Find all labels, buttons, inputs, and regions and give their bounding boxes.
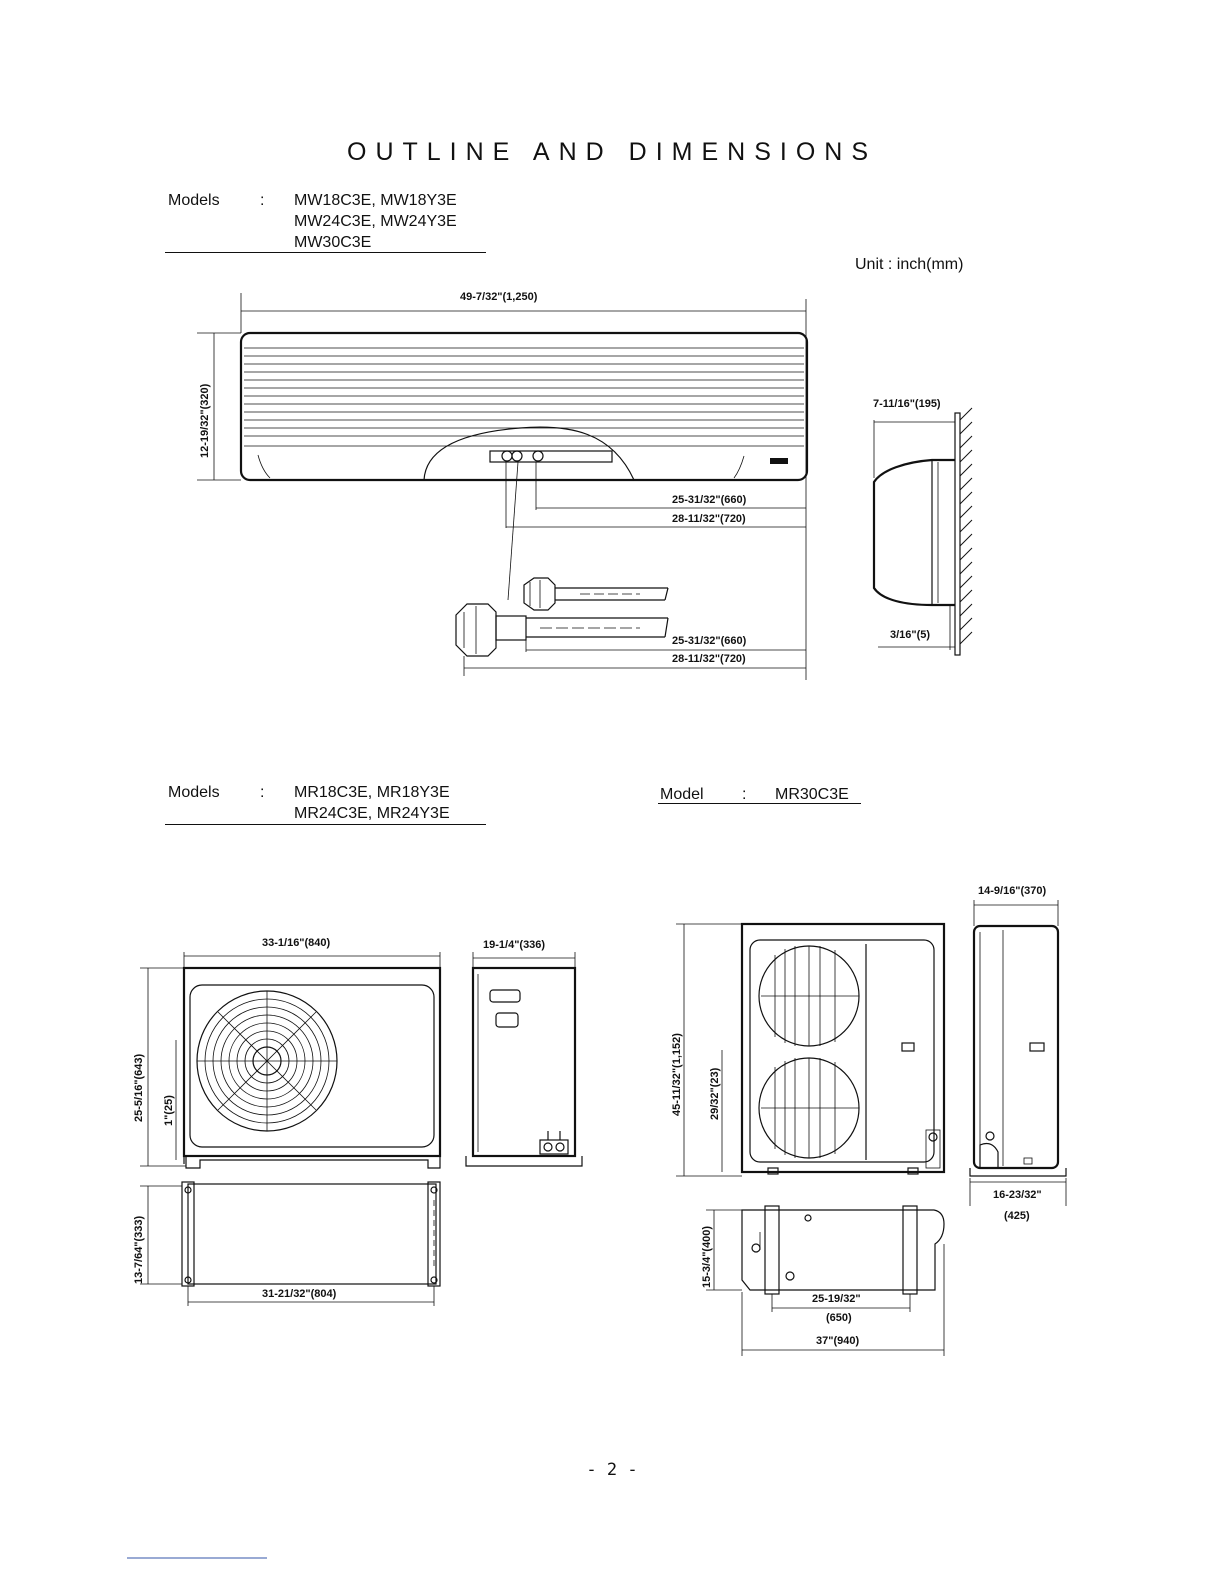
dim-ol-base-span-b-label: (650) bbox=[826, 1312, 852, 1324]
dim-ol-side-base-a-label: 16-23/32" bbox=[993, 1189, 1042, 1201]
outdoor-large-front: 45-11/32"(1,152) 29/32"(23) bbox=[671, 922, 946, 1177]
indoor-unit-side: 7-11/16"(195) 3/16"(5) bbox=[872, 398, 973, 656]
handle-upper bbox=[489, 989, 521, 1003]
large-base-rail-right bbox=[902, 1205, 918, 1295]
outdoor-small-model-line-1: MR18C3E, MR18Y3E bbox=[294, 784, 450, 801]
outdoor-large-front-panel bbox=[749, 939, 935, 1163]
outdoor-large-label: Model bbox=[660, 786, 704, 803]
indoor-model-line-1: MW18C3E, MW18Y3E bbox=[294, 192, 457, 209]
brand-badge bbox=[770, 458, 788, 464]
dim-pipe-2-label: 28-11/32"(720) bbox=[672, 513, 746, 525]
dim-pipe-1-label: 25-31/32"(660) bbox=[672, 494, 747, 506]
outdoor-large-base-outline bbox=[741, 1209, 945, 1291]
dim-pipe-lower: 25-31/32"(660) 28-11/32"(720) bbox=[463, 635, 806, 676]
dim-pipe-upper: 25-31/32"(660) 28-11/32"(720) bbox=[505, 462, 806, 528]
dim-ol-foot-label: 29/32"(23) bbox=[709, 1067, 721, 1120]
outdoor-small-side: 19-1/4"(336) bbox=[465, 939, 583, 1167]
indoor-models-colon: : bbox=[260, 192, 265, 209]
indoor-model-line-2: MW24C3E, MW24Y3E bbox=[294, 213, 457, 230]
indoor-grille bbox=[244, 347, 804, 447]
outdoor-large-colon: : bbox=[742, 786, 747, 803]
indoor-header-underline bbox=[165, 252, 486, 253]
pipe-port-3 bbox=[532, 450, 544, 462]
outdoor-large-side-body bbox=[972, 924, 1060, 1170]
dim-ol-base-depth-label: 15-3/4"(400) bbox=[701, 1226, 713, 1288]
outdoor-small-base-frame bbox=[187, 1183, 437, 1285]
dim-pipe-3-label: 25-31/32"(660) bbox=[672, 635, 747, 647]
outdoor-small-body bbox=[182, 966, 442, 1158]
outdoor-small-colon: : bbox=[260, 784, 265, 801]
side-badge bbox=[1029, 1042, 1045, 1052]
outdoor-small-base: 13-7/64"(333) 31-21/32"(804) bbox=[133, 1181, 441, 1306]
unit-label: Unit : inch(mm) bbox=[855, 256, 964, 273]
indoor-unit-front bbox=[239, 331, 809, 482]
pipe-port-1 bbox=[501, 450, 513, 462]
indoor-unit-body bbox=[239, 331, 809, 482]
dim-os-base-width-label: 31-21/32"(804) bbox=[262, 1288, 337, 1300]
fan-upper bbox=[758, 945, 860, 1047]
page-number: - 2 - bbox=[586, 1460, 638, 1480]
large-pipe-nut bbox=[455, 603, 497, 657]
outdoor-small-side-body bbox=[471, 966, 577, 1158]
dim-ol-base-width-label: 37"(940) bbox=[816, 1335, 859, 1347]
dim-os-foot-label: 1"(25) bbox=[163, 1095, 175, 1126]
outdoor-large-underline bbox=[658, 803, 861, 804]
dim-indoor-wall-gap-label: 3/16"(5) bbox=[890, 629, 930, 641]
dim-ol-side-base-b-label: (425) bbox=[1004, 1210, 1030, 1222]
service-valves bbox=[539, 1139, 569, 1155]
pipe-connection-detail bbox=[455, 461, 669, 657]
dim-indoor-depth-label: 7-11/16"(195) bbox=[873, 398, 941, 410]
outdoor-small-front: 33-1/16"(840) 25-5/16"(643) 1"(25) bbox=[133, 937, 442, 1169]
dim-indoor-height: 12-19/32"(320) bbox=[197, 332, 241, 481]
dim-os-height-label: 25-5/16"(643) bbox=[133, 1053, 145, 1122]
outdoor-large-side: 14-9/16"(370) 16-23/32" (425) bbox=[969, 885, 1067, 1222]
dim-indoor-height-label: 12-19/32"(320) bbox=[199, 383, 211, 458]
indoor-model-line-3: MW30C3E bbox=[294, 234, 372, 251]
outdoor-large-base: 15-3/4"(400) 25-19/32" (650) 37"(940) bbox=[701, 1205, 945, 1356]
outdoor-small-model-line-2: MR24C3E, MR24Y3E bbox=[294, 805, 450, 822]
dim-ol-height-label: 45-11/32"(1,152) bbox=[671, 1033, 683, 1116]
dim-os-base-depth-label: 13-7/64"(333) bbox=[133, 1215, 145, 1284]
mounting-wall bbox=[954, 412, 961, 656]
fan-grille bbox=[196, 990, 338, 1132]
dim-ol-base-span-a-label: 25-19/32" bbox=[812, 1293, 861, 1305]
dim-indoor-width: 49-7/32"(1,250) bbox=[240, 291, 807, 680]
outdoor-small-underline bbox=[165, 824, 486, 825]
dim-indoor-width-label: 49-7/32"(1,250) bbox=[460, 291, 538, 303]
dim-os-depth-label: 19-1/4"(336) bbox=[483, 939, 545, 951]
pipe-port-strip bbox=[489, 450, 613, 463]
indoor-models-label: Models bbox=[168, 192, 220, 209]
dim-os-width-label: 33-1/16"(840) bbox=[262, 937, 331, 949]
outdoor-small-front-panel bbox=[189, 984, 435, 1148]
indoor-side-body bbox=[872, 458, 955, 607]
outdoor-large-model: MR30C3E bbox=[775, 786, 849, 803]
large-base-rail-left bbox=[764, 1205, 780, 1295]
handle-lower bbox=[495, 1012, 519, 1028]
front-panel-opening bbox=[423, 426, 635, 481]
outdoor-small-feet bbox=[185, 1156, 441, 1169]
fan-lower bbox=[758, 1057, 860, 1159]
wall-hatching bbox=[959, 407, 973, 645]
outdoor-small-label: Models bbox=[168, 784, 220, 801]
outdoor-large-badge bbox=[901, 1042, 915, 1052]
dim-pipe-4-label: 28-11/32"(720) bbox=[672, 653, 746, 665]
dim-ol-side-width-label: 14-9/16"(370) bbox=[978, 885, 1047, 897]
pipe-port-2 bbox=[511, 450, 523, 462]
small-pipe-nut bbox=[523, 577, 556, 611]
page-title: OUTLINE AND DIMENSIONS bbox=[347, 138, 877, 166]
